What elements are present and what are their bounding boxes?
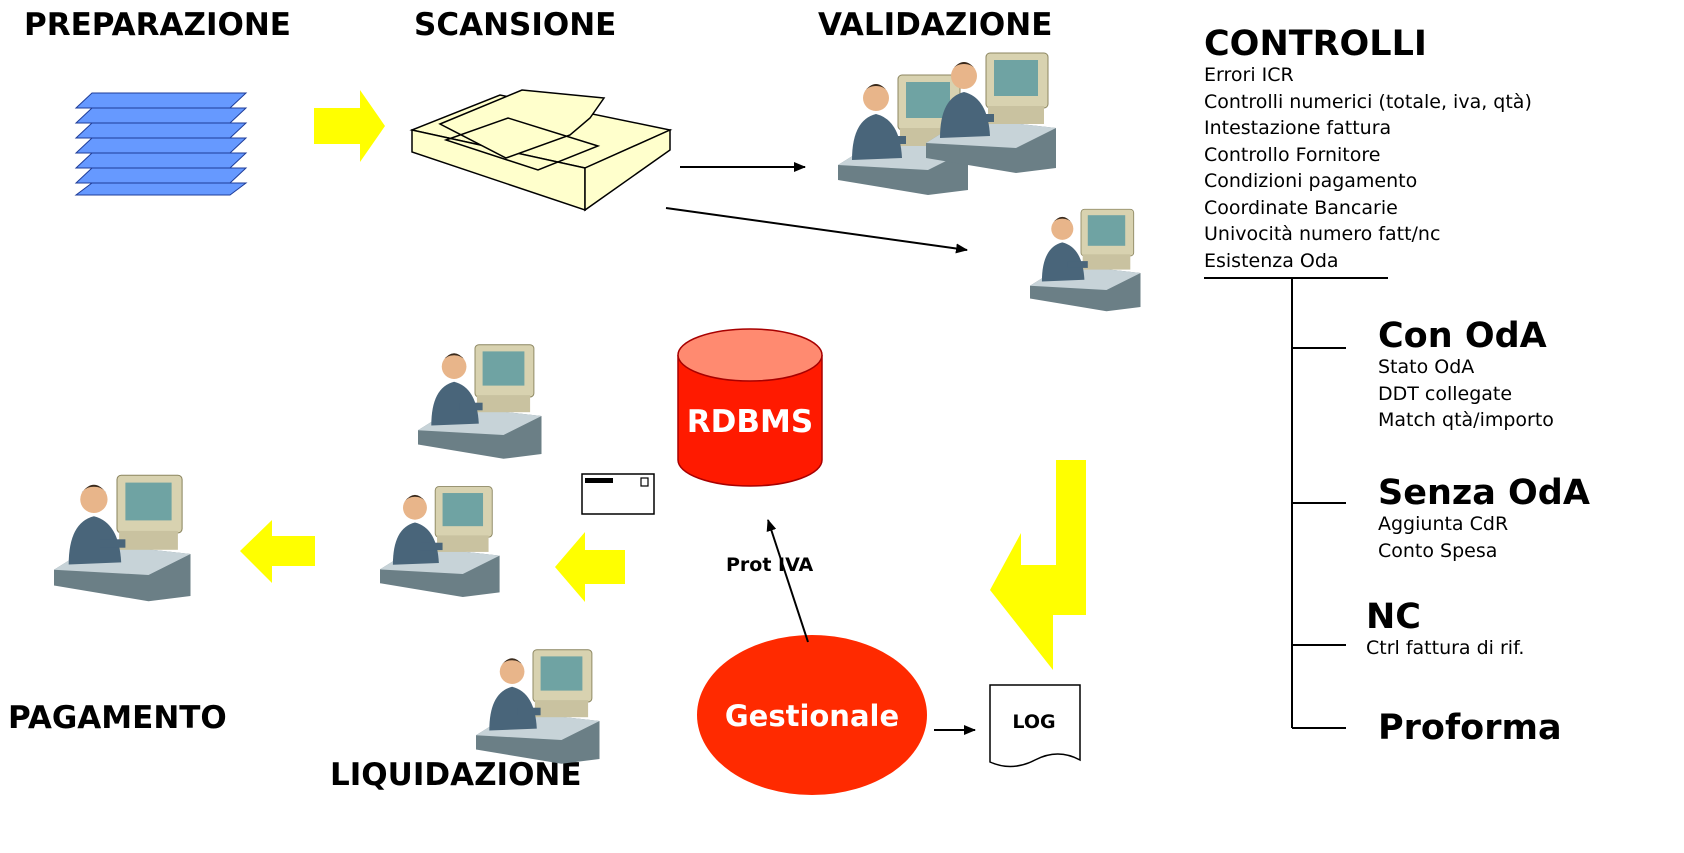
stage-title-validazione: VALIDAZIONE bbox=[818, 7, 1053, 43]
connector-arrow bbox=[665, 207, 968, 254]
controlli-item: Controllo Fornitore bbox=[1204, 143, 1381, 166]
flow-arrow-icon bbox=[240, 520, 315, 583]
controlli-item: Intestazione fattura bbox=[1204, 117, 1392, 139]
branch-title: Con OdA bbox=[1378, 316, 1547, 356]
stage-title-preparazione: PREPARAZIONE bbox=[24, 7, 291, 43]
validation-operators-icon bbox=[837, 52, 1057, 196]
branch-con-oda: Con OdA Stato OdA DDT collegate Match qt… bbox=[1378, 316, 1554, 434]
operator-workstation-icon bbox=[53, 474, 192, 602]
controlli-panel: CONTROLLI Errori ICR Controlli numerici … bbox=[1204, 24, 1532, 274]
stage-title-pagamento: PAGAMENTO bbox=[8, 700, 227, 736]
stage-title-scansione: SCANSIONE bbox=[414, 7, 617, 43]
flow-arrow-icon bbox=[555, 532, 625, 602]
branch-item: Stato OdA bbox=[1378, 356, 1475, 378]
controlli-item: Errori ICR bbox=[1204, 64, 1294, 86]
controlli-item: Univocità numero fatt/nc bbox=[1204, 223, 1441, 245]
branch-item: Aggiunta CdR bbox=[1378, 513, 1509, 535]
flow-arrow-icon bbox=[314, 90, 385, 162]
branch-item: Conto Spesa bbox=[1378, 539, 1498, 562]
rdbms-label: RDBMS bbox=[687, 404, 813, 440]
branch-proforma-title: Proforma bbox=[1378, 708, 1562, 748]
controlli-tree-lines bbox=[1204, 277, 1388, 729]
connector-arrow bbox=[766, 519, 809, 643]
gestionale-node bbox=[697, 635, 927, 795]
prot-iva-label: Prot IVA bbox=[726, 554, 814, 576]
operator-workstation-icon bbox=[379, 486, 501, 598]
log-document-icon bbox=[989, 684, 1081, 768]
branch-item: Match qtà/importo bbox=[1378, 409, 1554, 431]
log-label: LOG bbox=[1012, 711, 1055, 733]
controlli-item: Esistenza Oda bbox=[1204, 249, 1339, 272]
scanner-icon bbox=[409, 89, 673, 212]
rdbms-database-icon bbox=[677, 328, 823, 487]
envelope-icon bbox=[581, 473, 655, 515]
flow-arrow-icon bbox=[990, 460, 1086, 670]
branch-title: NC bbox=[1366, 597, 1421, 637]
operator-workstation-icon bbox=[475, 649, 600, 765]
branch-senza-oda: Senza OdA Aggiunta CdR Conto Spesa bbox=[1378, 473, 1590, 564]
operator-workstation-icon bbox=[417, 344, 542, 460]
controlli-item: Coordinate Bancarie bbox=[1204, 196, 1398, 219]
stage-title-liquidazione: LIQUIDAZIONE bbox=[330, 757, 582, 793]
controlli-item: Condizioni pagamento bbox=[1204, 170, 1418, 192]
documents-stack-icon bbox=[74, 92, 248, 196]
controlli-title: CONTROLLI bbox=[1204, 24, 1427, 64]
gestionale-label: Gestionale bbox=[725, 699, 899, 733]
operator-workstation-icon bbox=[1029, 208, 1141, 312]
controlli-item: Controlli numerici (totale, iva, qtà) bbox=[1204, 90, 1532, 113]
branch-item: DDT collegate bbox=[1378, 382, 1513, 405]
branch-item: Ctrl fattura di rif. bbox=[1366, 637, 1525, 659]
branch-nc: NC Ctrl fattura di rif. bbox=[1366, 597, 1524, 662]
branch-title: Senza OdA bbox=[1378, 473, 1590, 513]
